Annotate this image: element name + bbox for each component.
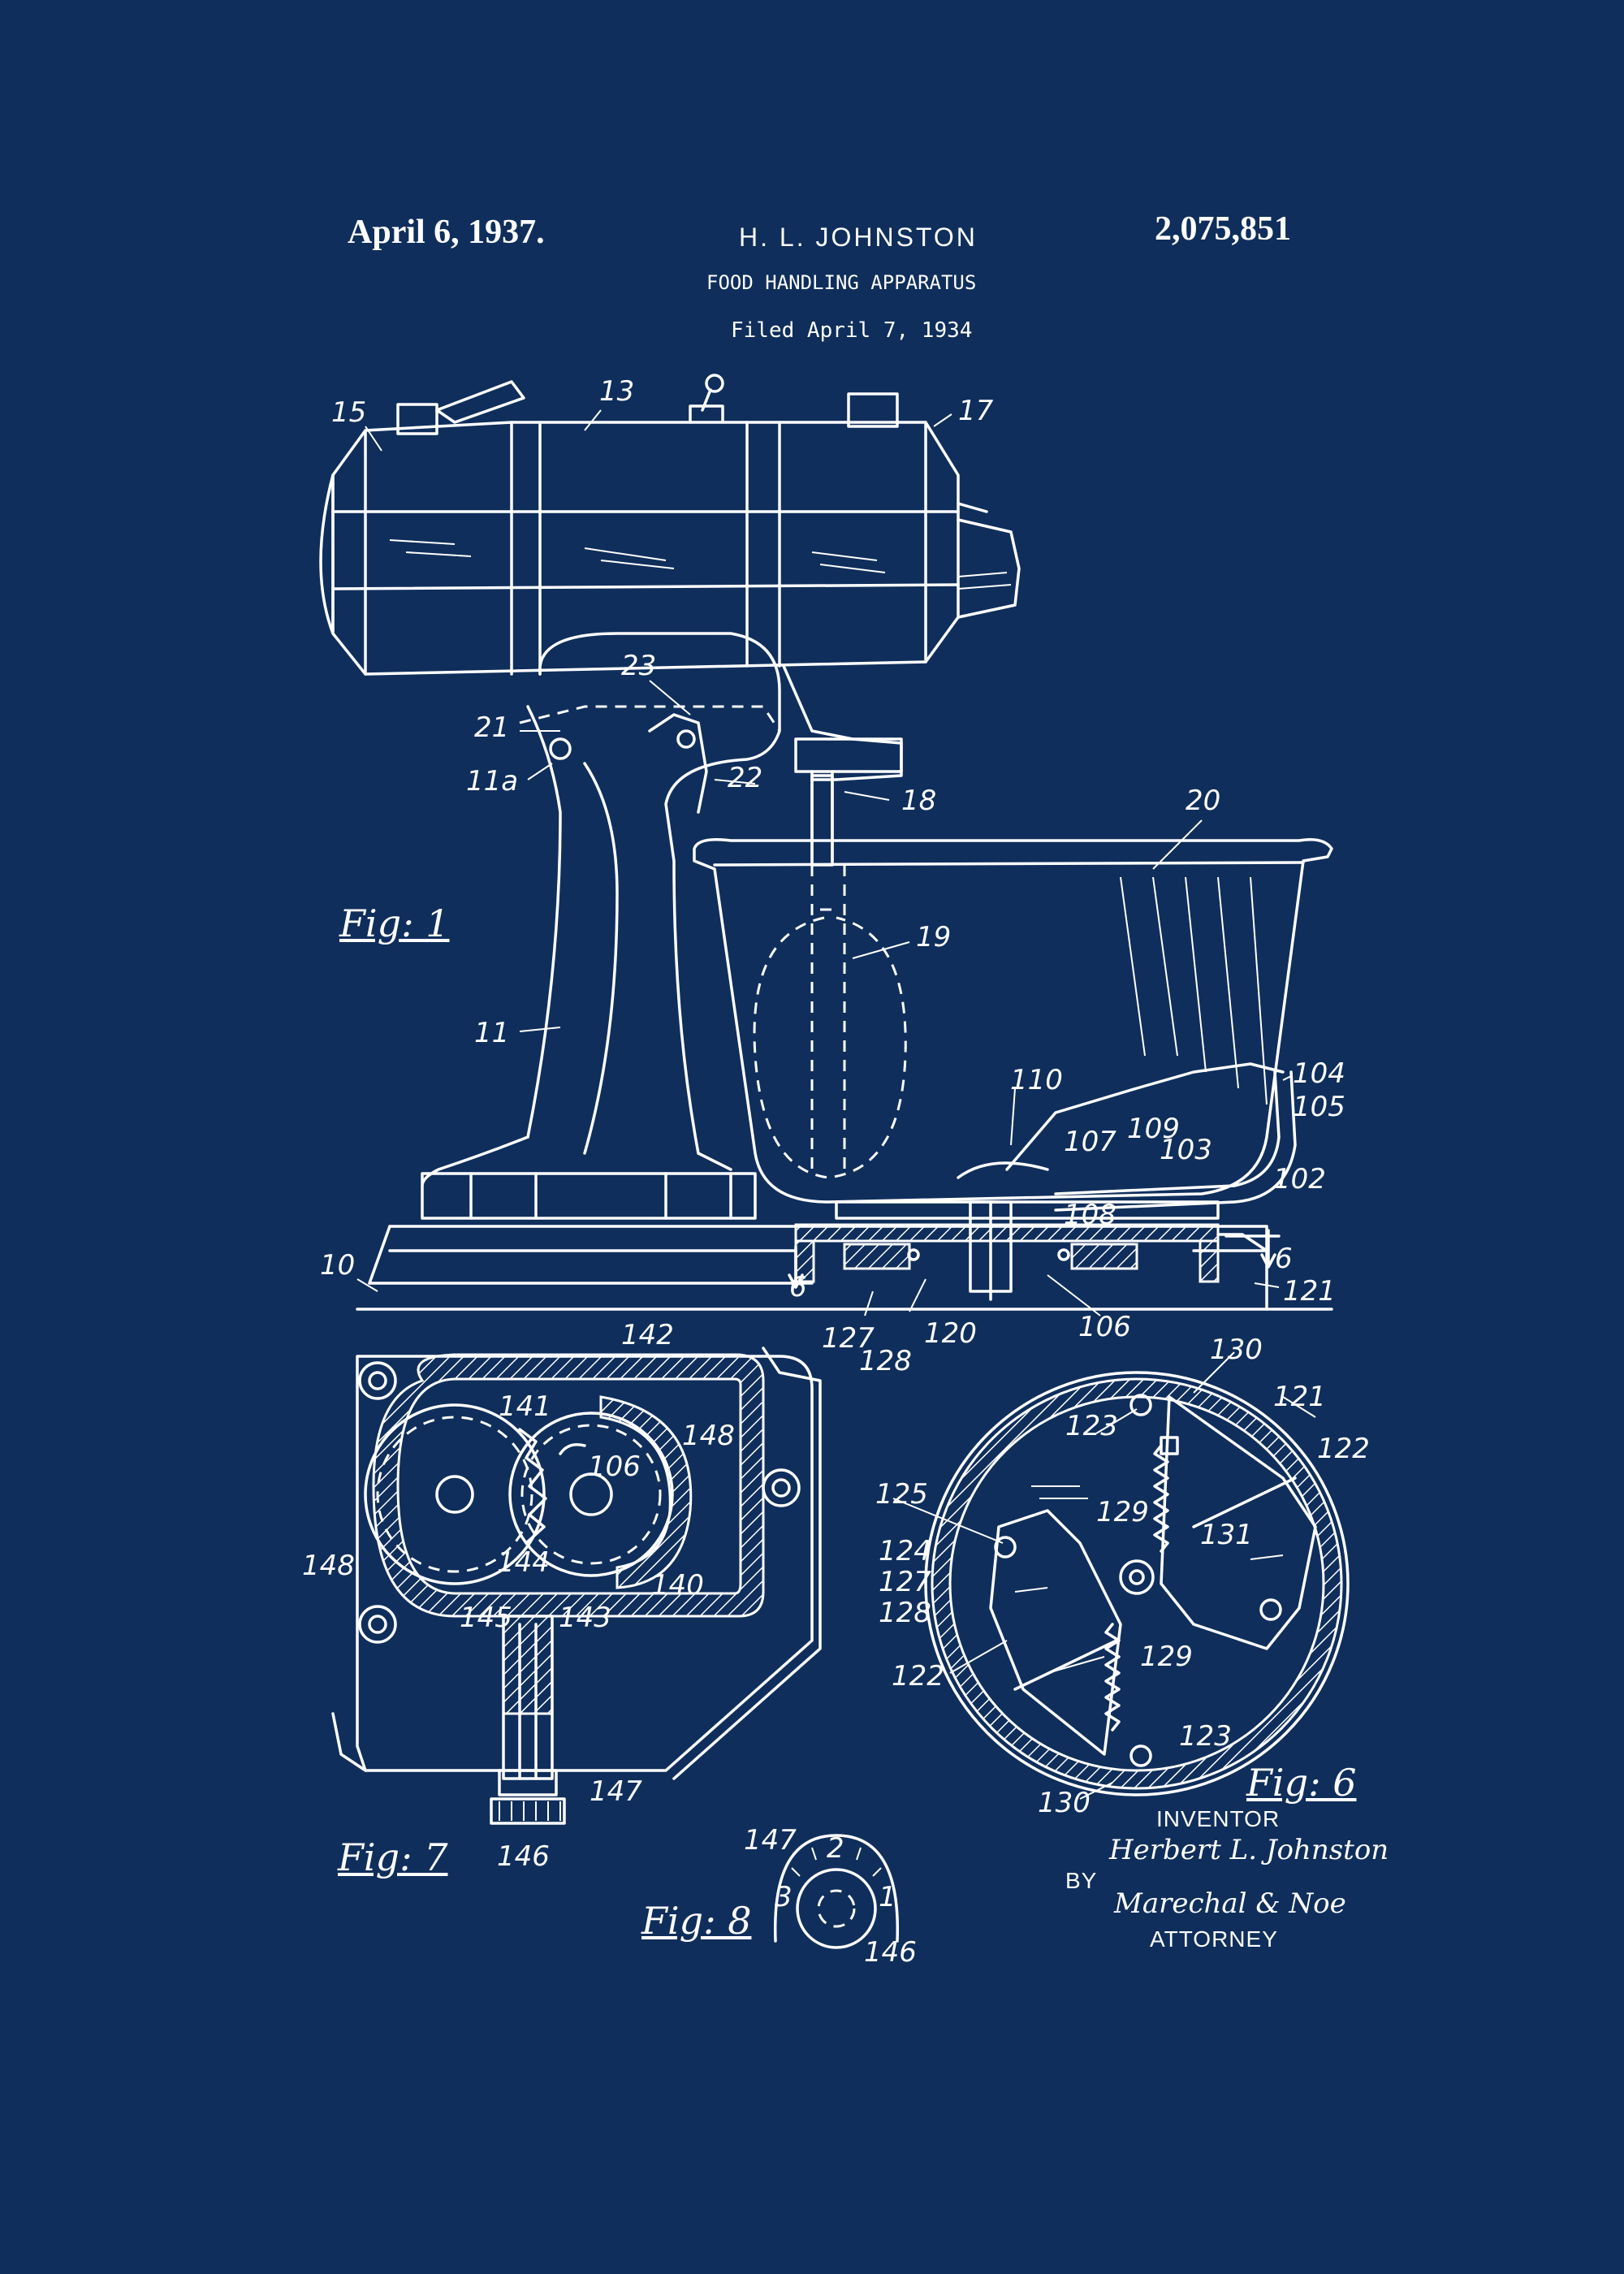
fig6-label: Fig: 6 <box>1246 1761 1357 1805</box>
inventor-label: INVENTOR <box>1156 1806 1281 1831</box>
ref7-147: 147 <box>590 1775 642 1808</box>
ref-108: 108 <box>1064 1199 1116 1231</box>
ref-18: 18 <box>901 785 937 817</box>
fig8-dial-drawing <box>773 1834 900 1949</box>
ref-23: 23 <box>621 650 657 682</box>
dial-mark-1: 1 <box>879 1881 896 1913</box>
dial-mark-3: 3 <box>775 1881 793 1913</box>
ref7-146: 146 <box>497 1840 550 1873</box>
ref7-142: 142 <box>621 1319 674 1351</box>
ref6-122-right: 122 <box>1317 1433 1370 1465</box>
ref-11a: 11a <box>466 765 519 798</box>
ref7-143: 143 <box>559 1602 611 1634</box>
ref6-128: 128 <box>879 1597 931 1629</box>
ref-109: 109 <box>1127 1113 1180 1145</box>
attorney-signature: Marechal & Noe <box>1114 1887 1346 1920</box>
ref-120: 120 <box>924 1317 977 1350</box>
ref6-127: 127 <box>879 1566 931 1598</box>
attorney-label: ATTORNEY <box>1150 1926 1278 1952</box>
ref-22: 22 <box>728 762 763 794</box>
ref6-123-top: 123 <box>1065 1410 1118 1442</box>
ref7-148-left: 148 <box>302 1550 355 1582</box>
ref-21: 21 <box>474 711 510 744</box>
ref-13: 13 <box>599 375 635 408</box>
ref7-141: 141 <box>499 1390 551 1423</box>
leader-lines <box>356 409 1316 1800</box>
ref-10: 10 <box>320 1249 356 1282</box>
ref-6-left: 6 <box>789 1271 807 1303</box>
ref-127: 127 <box>822 1322 875 1355</box>
ref-103: 103 <box>1160 1134 1212 1166</box>
ref8-146: 146 <box>864 1936 917 1969</box>
ref-106: 106 <box>1078 1311 1131 1343</box>
ref7-140: 140 <box>651 1569 704 1602</box>
ref-121: 121 <box>1283 1275 1336 1308</box>
ref6-130-bottom: 130 <box>1038 1787 1091 1819</box>
ref-20: 20 <box>1186 785 1221 817</box>
ref-128: 128 <box>859 1345 912 1377</box>
ref-15: 15 <box>331 396 367 429</box>
ref-105: 105 <box>1293 1091 1345 1123</box>
ref6-125: 125 <box>875 1478 928 1511</box>
fig7-gearbox-drawing <box>331 1347 822 1825</box>
fig1-label: Fig: 1 <box>339 901 450 945</box>
ref7-145: 145 <box>460 1602 512 1634</box>
ref-107: 107 <box>1064 1126 1116 1158</box>
dial-mark-2: 2 <box>827 1832 844 1865</box>
ref8-147: 147 <box>744 1824 797 1857</box>
ref6-129-bottom: 129 <box>1140 1641 1193 1673</box>
ref6-122-left: 122 <box>892 1660 944 1693</box>
ref7-144: 144 <box>497 1546 550 1579</box>
patent-title: FOOD HANDLING APPARATUS <box>706 271 977 294</box>
ref-102: 102 <box>1273 1163 1326 1195</box>
fig6-turntable-drawing <box>924 1371 1350 1796</box>
by-label: BY <box>1065 1868 1098 1893</box>
patent-date: April 6, 1937. <box>348 214 545 251</box>
fig8-label: Fig: 8 <box>641 1899 752 1943</box>
inventor-signature: Herbert L. Johnston <box>1109 1834 1389 1866</box>
ref-17: 17 <box>958 395 994 427</box>
patent-number: 2,075,851 <box>1155 210 1291 248</box>
ref6-129-top: 129 <box>1096 1496 1149 1528</box>
fig1-mixer-drawing <box>319 374 1333 1311</box>
ref-104: 104 <box>1293 1057 1345 1090</box>
filed-date: Filed April 7, 1934 <box>731 318 973 343</box>
fig7-label: Fig: 7 <box>338 1835 448 1879</box>
ref-19: 19 <box>916 921 952 953</box>
ref7-148-right: 148 <box>682 1420 735 1452</box>
inventor-name-header: H. L. JOHNSTON <box>739 223 978 252</box>
ref-6-right: 6 <box>1275 1243 1293 1275</box>
ref6-130-top: 130 <box>1210 1334 1263 1366</box>
ref-110: 110 <box>1010 1064 1063 1096</box>
ref6-131: 131 <box>1200 1519 1253 1551</box>
ref7-106: 106 <box>588 1450 641 1483</box>
ref6-121: 121 <box>1273 1381 1326 1413</box>
ref-11: 11 <box>474 1017 510 1049</box>
ref6-124: 124 <box>879 1535 931 1567</box>
ref6-123-bottom: 123 <box>1179 1720 1232 1753</box>
